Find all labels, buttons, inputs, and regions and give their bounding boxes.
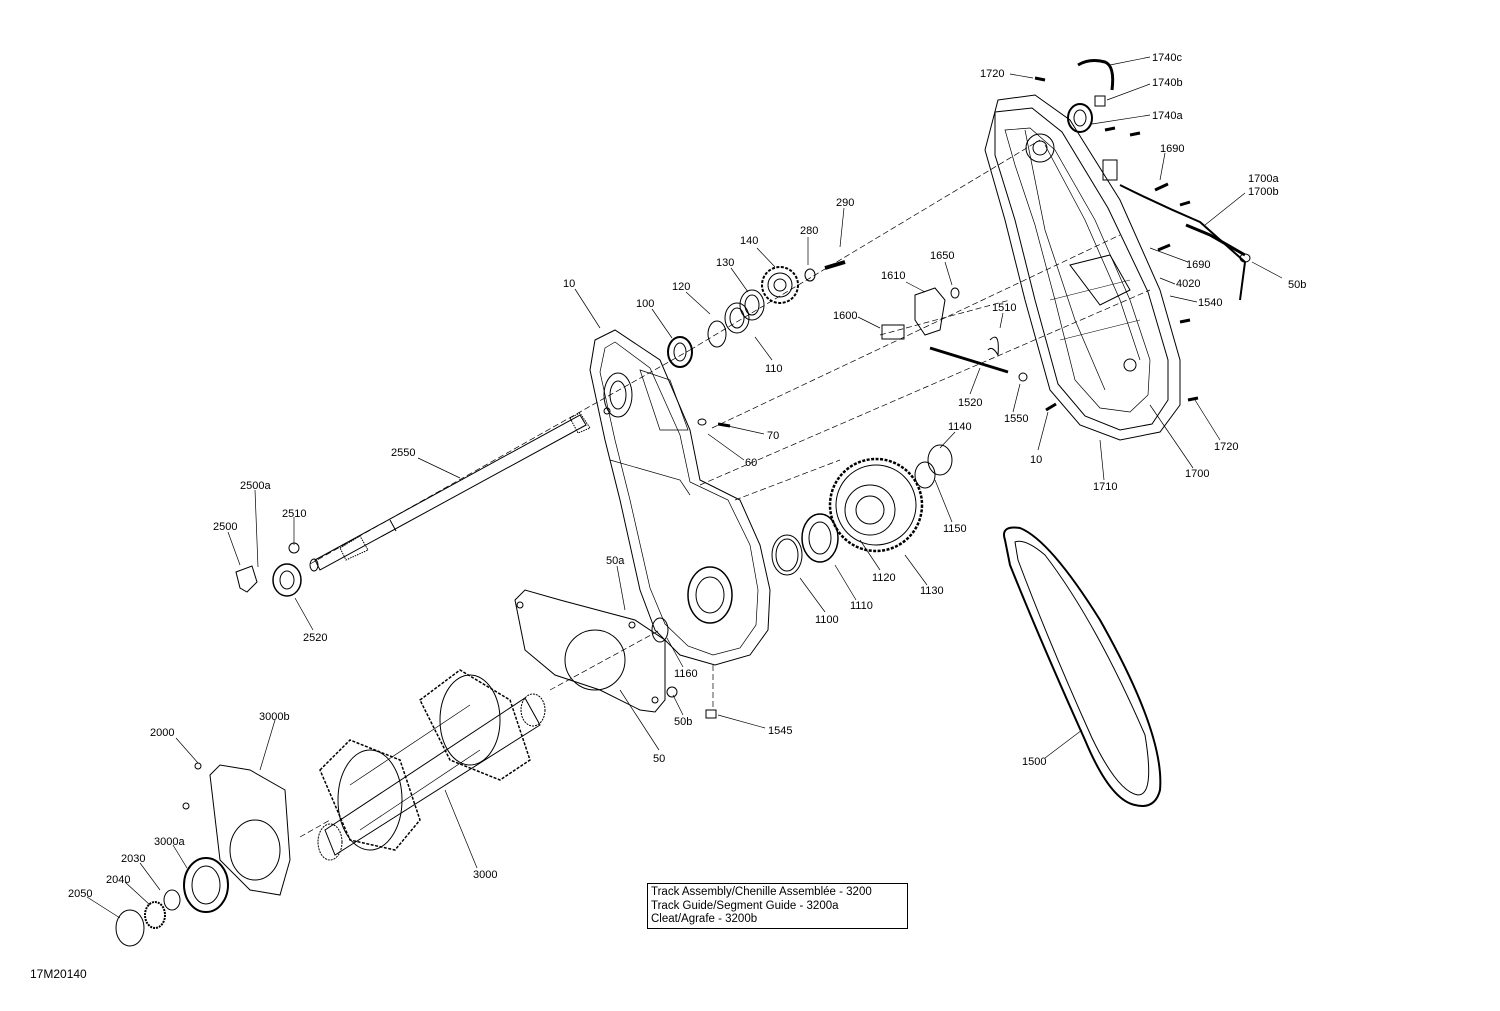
callout-50b-right: 50b [1288, 279, 1306, 291]
callout-2520: 2520 [303, 632, 327, 644]
callout-2500a: 2500a [240, 480, 271, 492]
callout-1740b: 1740b [1152, 77, 1183, 89]
callout-1690-top: 1690 [1160, 143, 1184, 155]
legend-line-track-guide: Track Guide/Segment Guide - 3200a [651, 899, 839, 912]
callout-1545: 1545 [768, 725, 792, 737]
figure-code: 17M20140 [30, 967, 87, 981]
callout-130: 130 [716, 257, 734, 269]
callout-50: 50 [653, 753, 665, 765]
callout-3000b: 3000b [259, 711, 290, 723]
callout-50b-left: 50b [674, 716, 692, 728]
callout-280: 280 [800, 225, 818, 237]
callout-60: 60 [745, 457, 757, 469]
belt-1500 [1003, 526, 1162, 807]
chaincase-housing-10 [589, 329, 771, 666]
callout-1700b: 1700b [1248, 186, 1279, 198]
callout-290: 290 [836, 197, 854, 209]
callout-1700a: 1700a [1248, 173, 1279, 185]
callout-1720-bottom: 1720 [1214, 441, 1238, 453]
callout-2500: 2500 [213, 521, 237, 533]
callout-1600: 1600 [833, 310, 857, 322]
callout-140: 140 [740, 235, 758, 247]
callout-4020: 4020 [1176, 278, 1200, 290]
callout-1520: 1520 [958, 397, 982, 409]
callout-1740a: 1740a [1152, 110, 1183, 122]
upper-gear-set [667, 260, 846, 368]
reference-legend-box: Track Assembly/Chenille Assemblée - 3200… [647, 883, 908, 929]
callout-50a: 50a [606, 555, 625, 567]
callout-1120: 1120 [872, 572, 896, 584]
callout-1130: 1130 [920, 585, 944, 597]
bearing-plate-3000b [115, 762, 291, 947]
callout-2050: 2050 [68, 888, 92, 900]
driveshaft-2550 [235, 412, 591, 597]
callout-1700: 1700 [1185, 468, 1209, 480]
callout-10-housing: 10 [563, 278, 575, 290]
callout-2550: 2550 [391, 447, 415, 459]
callout-2030: 2030 [121, 853, 145, 865]
callout-1610: 1610 [881, 270, 905, 282]
callout-2000: 2000 [150, 727, 174, 739]
callout-1140: 1140 [948, 421, 972, 433]
callout-110: 110 [765, 363, 783, 375]
callout-1740c: 1740c [1152, 52, 1182, 64]
callout-1710: 1710 [1093, 481, 1117, 493]
callout-1550: 1550 [1004, 413, 1028, 425]
callout-1500: 1500 [1022, 756, 1046, 768]
callout-1100: 1100 [815, 614, 839, 626]
gasket-50 [514, 589, 717, 719]
part-callouts: 1720 1740c 1740b 1740a 1690 1700a 1700b … [68, 52, 1306, 900]
callout-1540: 1540 [1198, 297, 1222, 309]
callout-1110: 1110 [850, 600, 873, 612]
callout-10-pin: 10 [1030, 454, 1042, 466]
callout-2510: 2510 [282, 508, 306, 520]
callout-3000a: 3000a [154, 836, 185, 848]
legend-line-cleat: Cleat/Agrafe - 3200b [651, 913, 758, 925]
legend-line-track-assembly: Track Assembly/Chenille Assemblée - 3200 [651, 886, 872, 898]
callout-3000: 3000 [473, 869, 497, 881]
drive-axle-3000 [317, 669, 546, 861]
tensioner-assembly [881, 287, 1057, 412]
callout-2040: 2040 [106, 874, 130, 886]
callout-100: 100 [636, 298, 654, 310]
callout-70: 70 [767, 430, 779, 442]
callout-1150: 1150 [943, 523, 967, 535]
callout-120: 120 [672, 281, 690, 293]
outer-cover-1700 [984, 94, 1181, 441]
callout-1510: 1510 [992, 302, 1016, 314]
callout-1690-bottom: 1690 [1186, 259, 1210, 271]
callout-1160: 1160 [674, 668, 698, 680]
hardware-top-right [1034, 59, 1251, 402]
callout-1720: 1720 [980, 68, 1004, 80]
callout-1650: 1650 [930, 250, 954, 262]
lower-gear-set [771, 444, 953, 576]
alignment-lines [299, 139, 1151, 838]
